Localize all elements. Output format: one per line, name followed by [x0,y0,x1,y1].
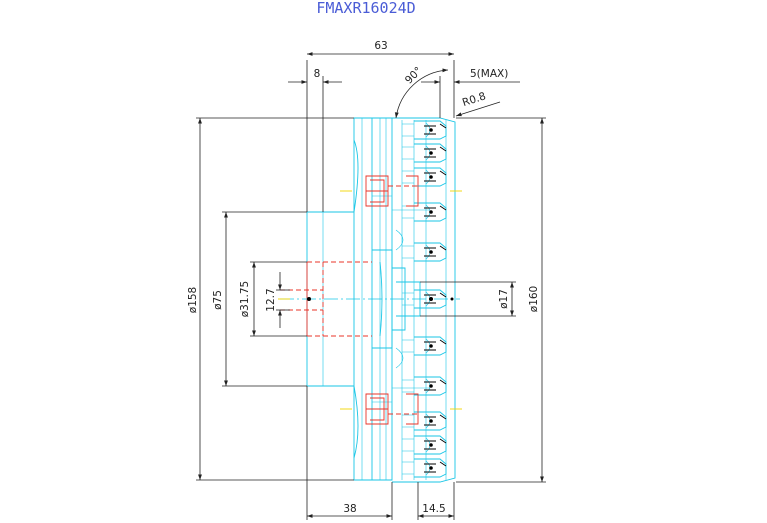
drawing-title: FMAXR16024D [316,0,415,17]
cutter-body [306,117,456,483]
insert-screw [429,443,433,447]
insert-screw [429,210,433,214]
insert-screw [429,250,433,254]
dim-body-diameter: ø158 [187,287,199,313]
insert-pocket [402,411,447,431]
dim-overall-length: 63 [374,40,387,52]
insert-screw [429,419,433,423]
hidden-features [280,175,420,425]
dim-center-hole: ø17 [498,289,510,309]
dim-bore-depth: 38 [343,503,356,515]
insert-screw [429,384,433,388]
insert-pocket [402,120,447,140]
dim-max-depth: 5(MAX) [470,68,508,80]
dim-approach-angle: 90° [403,65,425,87]
dimensions: 63 8 5(MAX) 90° R0.8 38 14.5 ø158 [187,40,546,520]
insert-screw [429,175,433,179]
insert-screw [429,466,433,470]
insert-pocket [402,336,447,356]
dim-corner-radius: R0.8 [461,90,488,109]
dim-insert-height: 14.5 [422,503,445,515]
insert-pocket [402,143,447,163]
insert-pocket [402,435,447,455]
insert-pocket [402,167,447,187]
dim-keyway-width: 12.7 [265,288,277,311]
dim-arbor-diameter: ø31.75 [239,281,251,317]
dim-flange-width: 8 [314,68,321,80]
insert-screw [429,344,433,348]
insert-screw [429,128,433,132]
dim-cutting-diameter: ø160 [528,286,540,312]
dim-pilot-diameter: ø75 [212,290,224,310]
bolt-bottom [365,393,389,425]
insert-pocket [402,458,447,478]
insert-pocket [402,376,447,396]
centerlines [278,190,462,410]
bolt-top [365,175,389,207]
insert-zone [392,117,456,483]
insert-screw [429,151,433,155]
insert-pocket [402,242,447,262]
insert-pocket [402,202,447,222]
